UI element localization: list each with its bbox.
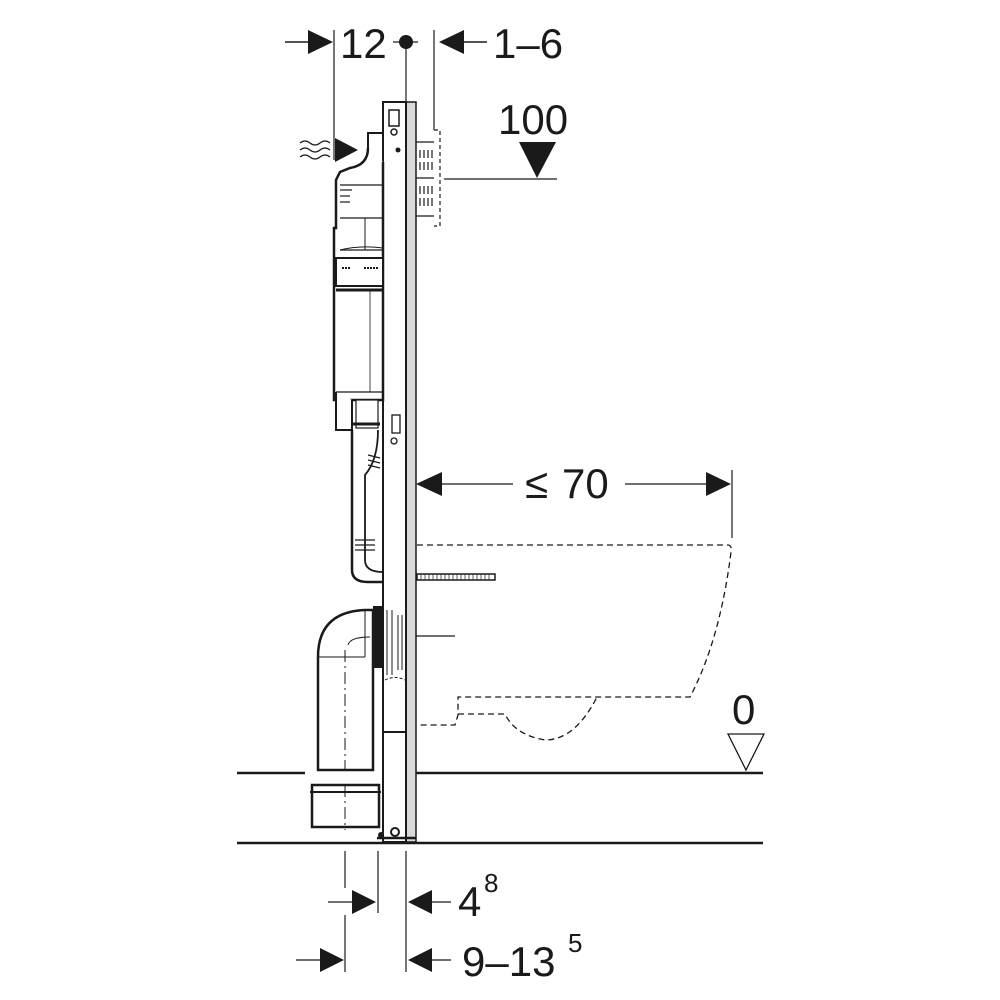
flush-plate xyxy=(416,129,441,227)
dimension-1-6: 1–6 xyxy=(433,20,563,130)
wc-bowl-outline xyxy=(417,544,732,741)
dimension-4-8-superscript: 8 xyxy=(484,868,498,898)
dimension-1-6-label: 1–6 xyxy=(493,20,563,67)
mounting-bolt xyxy=(416,573,496,581)
dimension-100-label: 100 xyxy=(498,96,568,143)
cistern xyxy=(332,132,385,431)
floor-level-marker: 0 xyxy=(726,686,766,772)
arrow-right-icon xyxy=(706,472,731,496)
dimension-4-8-base: 4 xyxy=(458,878,481,925)
dimension-70-symbol: ≤ xyxy=(525,460,548,507)
wavy-lines-arrow-icon xyxy=(299,138,358,162)
dimension-100: 100 xyxy=(444,96,568,180)
arrow-left-icon xyxy=(416,472,442,496)
waste-connector xyxy=(310,783,381,830)
arrow-right-icon xyxy=(320,948,344,972)
dimension-4-8: 4 8 xyxy=(328,868,498,925)
dimension-9-13-5-base: 9–13 xyxy=(462,938,555,985)
dimension-70: ≤ 70 xyxy=(416,460,733,538)
connection-sleeve xyxy=(384,610,455,681)
dimension-12: 12 xyxy=(285,20,387,160)
floor-level-label: 0 xyxy=(732,686,755,733)
arrow-left-icon xyxy=(439,30,464,54)
dimension-12-label: 12 xyxy=(340,20,387,67)
open-down-triangle-icon xyxy=(726,733,766,772)
arrow-left-icon xyxy=(408,890,432,914)
dimension-9-13-5-superscript: 5 xyxy=(568,928,582,958)
arrow-right-icon xyxy=(352,890,376,914)
dimension-9-13-5: 9–13 5 xyxy=(296,928,582,985)
waste-pipe-elbow xyxy=(316,606,383,772)
center-point-marker xyxy=(393,35,418,102)
arrow-right-icon xyxy=(308,30,333,54)
filled-down-triangle-icon xyxy=(519,142,556,178)
arrow-left-icon xyxy=(408,948,432,972)
bottom-dimension-lines xyxy=(344,851,407,972)
flush-pipe xyxy=(350,429,384,584)
dimension-70-label: 70 xyxy=(562,460,609,507)
